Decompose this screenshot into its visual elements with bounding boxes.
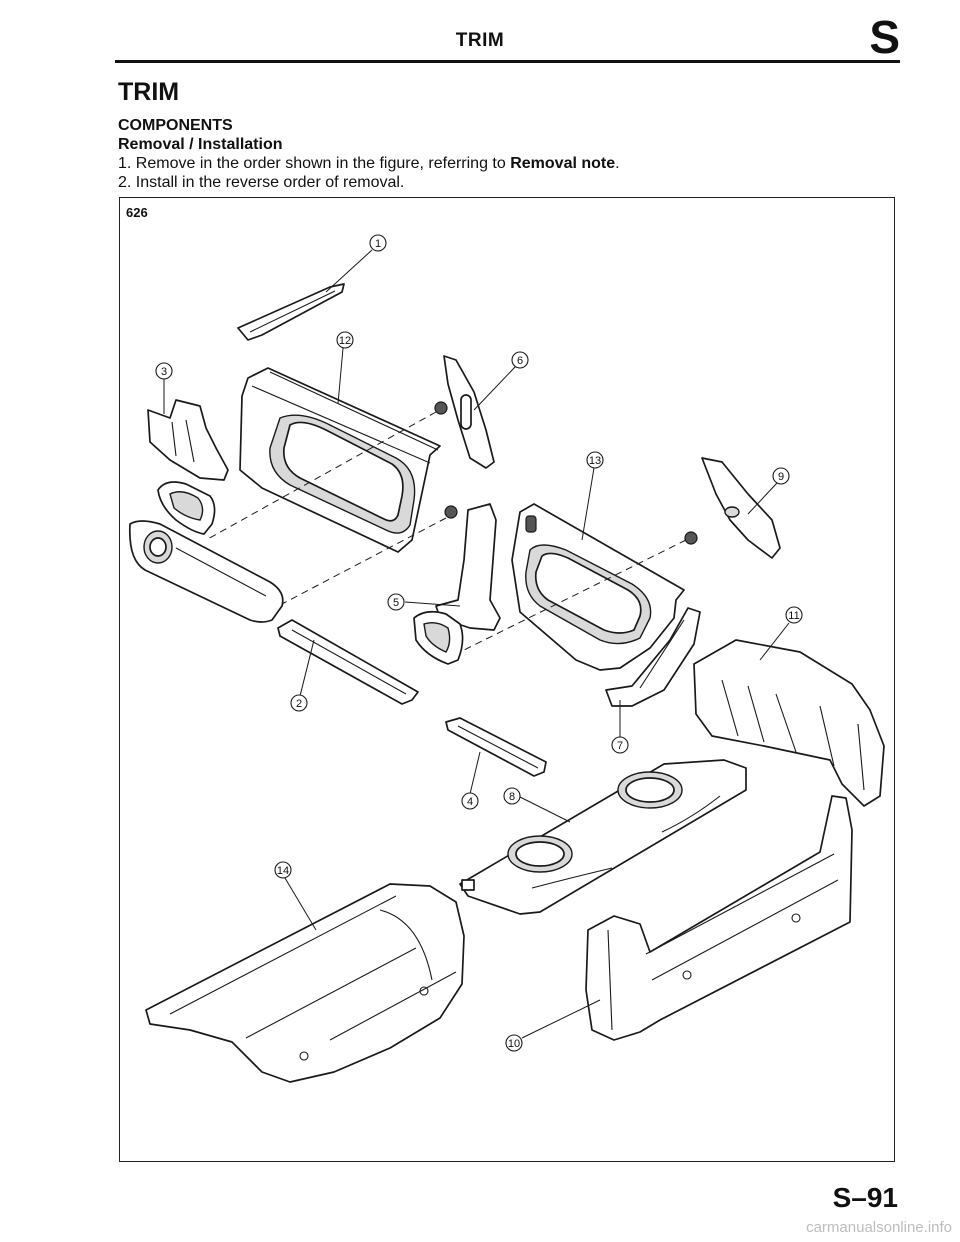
step-2-text: Install in the reverse order of removal. (135, 174, 405, 191)
callout-13: 13 (586, 451, 604, 469)
step-1-text: Remove in the order shown in the figure,… (135, 155, 506, 172)
part-rear-door-trim (511, 503, 685, 671)
page-number: S–91 (832, 1182, 898, 1213)
callout-3: 3 (155, 362, 173, 380)
part-center-pillar-lower (435, 503, 501, 631)
part-trunk-floor-mat (145, 883, 465, 1083)
callout-9: 9 (772, 467, 790, 485)
assembly-lines (205, 411, 687, 651)
instructions: COMPONENTS Removal / Installation 1. Rem… (118, 116, 620, 192)
svg-text:1: 1 (375, 238, 381, 250)
watermark: carmanualsonline.info (806, 1219, 952, 1236)
subheading: COMPONENTS (118, 117, 233, 134)
step-1-emphasis: Removal note (510, 155, 616, 172)
callout-6: 6 (511, 351, 529, 369)
callout-2: 2 (290, 694, 308, 712)
part-3-small-trim (147, 399, 229, 481)
running-title: TRIM (455, 30, 505, 51)
callout-10: 10 (505, 1034, 523, 1052)
svg-text:5: 5 (393, 597, 399, 609)
svg-text:4: 4 (467, 796, 473, 808)
callout-11: 11 (785, 606, 803, 624)
part-front-door-trim (239, 367, 441, 553)
step-2-number: 2. (118, 174, 132, 191)
svg-text:11: 11 (788, 610, 799, 622)
svg-text:8: 8 (509, 791, 515, 803)
part-rear-pillar-trim (684, 457, 781, 559)
procedure-title: Removal / Installation (118, 136, 283, 153)
step-1: 1. Remove in the order shown in the figu… (118, 154, 620, 173)
step-2: 2. Install in the reverse order of remov… (118, 173, 620, 192)
callout-1: 1 (369, 234, 387, 252)
callout-8: 8 (503, 787, 521, 805)
section-letter: S (869, 11, 900, 63)
svg-text:7: 7 (617, 740, 623, 752)
header-rule (115, 60, 900, 63)
callout-7: 7 (611, 736, 629, 754)
model-label: 626 (126, 205, 148, 220)
svg-text:12: 12 (339, 335, 351, 347)
callout-14: 14 (274, 861, 292, 879)
page-heading: TRIM (118, 78, 180, 106)
callout-5: 5 (387, 593, 405, 611)
part-seatback-side-trim (605, 607, 701, 707)
svg-text:9: 9 (778, 471, 784, 483)
part-center-pillar-upper (434, 355, 495, 469)
part-trunk-side-trim (693, 639, 885, 807)
part-front-pillar-trim (237, 283, 345, 341)
part-trunk-end-trim (585, 795, 853, 1041)
svg-text:2: 2 (296, 698, 302, 710)
part-package-tray (459, 759, 747, 915)
figure-frame (119, 197, 895, 1162)
part-front-inner-handle (157, 481, 216, 535)
svg-text:14: 14 (277, 865, 289, 877)
svg-text:3: 3 (161, 366, 167, 378)
step-1-end: . (615, 155, 620, 172)
svg-text:6: 6 (517, 355, 523, 367)
svg-text:13: 13 (589, 455, 601, 467)
part-front-scuff-plate (277, 619, 419, 705)
leader-lines (163, 249, 790, 1039)
part-rear-scuff-plate (445, 717, 547, 777)
svg-text:10: 10 (508, 1038, 520, 1050)
part-front-armrest (128, 520, 284, 623)
step-1-number: 1. (118, 155, 132, 172)
part-rear-inner-handle (413, 610, 464, 665)
callout-4: 4 (461, 792, 479, 810)
callout-12: 12 (336, 331, 354, 349)
